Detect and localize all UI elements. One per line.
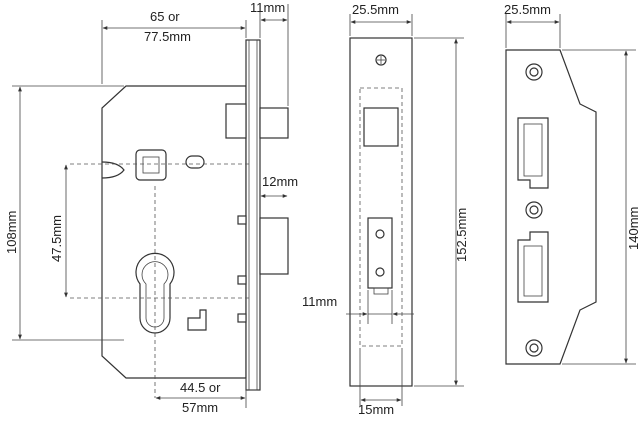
dim-forend-detail: 11mm	[302, 294, 337, 309]
latch-bolt	[225, 103, 247, 139]
follower	[135, 149, 167, 181]
strike-latch-aperture	[517, 117, 549, 189]
dim-forend-width: 25.5mm	[352, 2, 399, 17]
dim-strike-height: 140mm	[626, 207, 641, 250]
dim-strike-width: 25.5mm	[504, 2, 551, 17]
cam-block	[187, 309, 207, 331]
strike-plate-outline	[505, 49, 597, 365]
dim-body-width-line2: 77.5mm	[144, 29, 191, 44]
deadbolt-aperture	[367, 217, 393, 289]
dim-body-height: 108mm	[4, 211, 19, 254]
dim-forend-height: 152.5mm	[454, 208, 469, 262]
dim-backset-line2: 57mm	[182, 400, 218, 415]
forend-plate	[245, 39, 261, 391]
dim-forend-bottom: 15mm	[358, 402, 394, 417]
dim-body-width-line1: 65 or	[150, 9, 180, 24]
strike-deadbolt-aperture	[517, 231, 549, 303]
lock-case-outline	[101, 85, 247, 379]
dim-forend-thickness: 11mm	[250, 0, 285, 15]
dim-backset-line1: 44.5 or	[180, 380, 221, 395]
deadbolt	[259, 217, 289, 275]
strike-plate-view: 25.5mm 140mm	[504, 2, 641, 365]
lock-body-view: 65 or 77.5mm 11mm 12mm 108mm 47.5mm 44.5…	[4, 0, 298, 415]
latch-aperture	[363, 107, 399, 147]
dim-centres: 47.5mm	[49, 215, 64, 262]
forend-face	[349, 37, 413, 387]
dim-deadbolt-throw: 12mm	[262, 174, 298, 189]
forend-front-view: 25.5mm 152.5mm 11mm 15mm	[302, 2, 469, 417]
